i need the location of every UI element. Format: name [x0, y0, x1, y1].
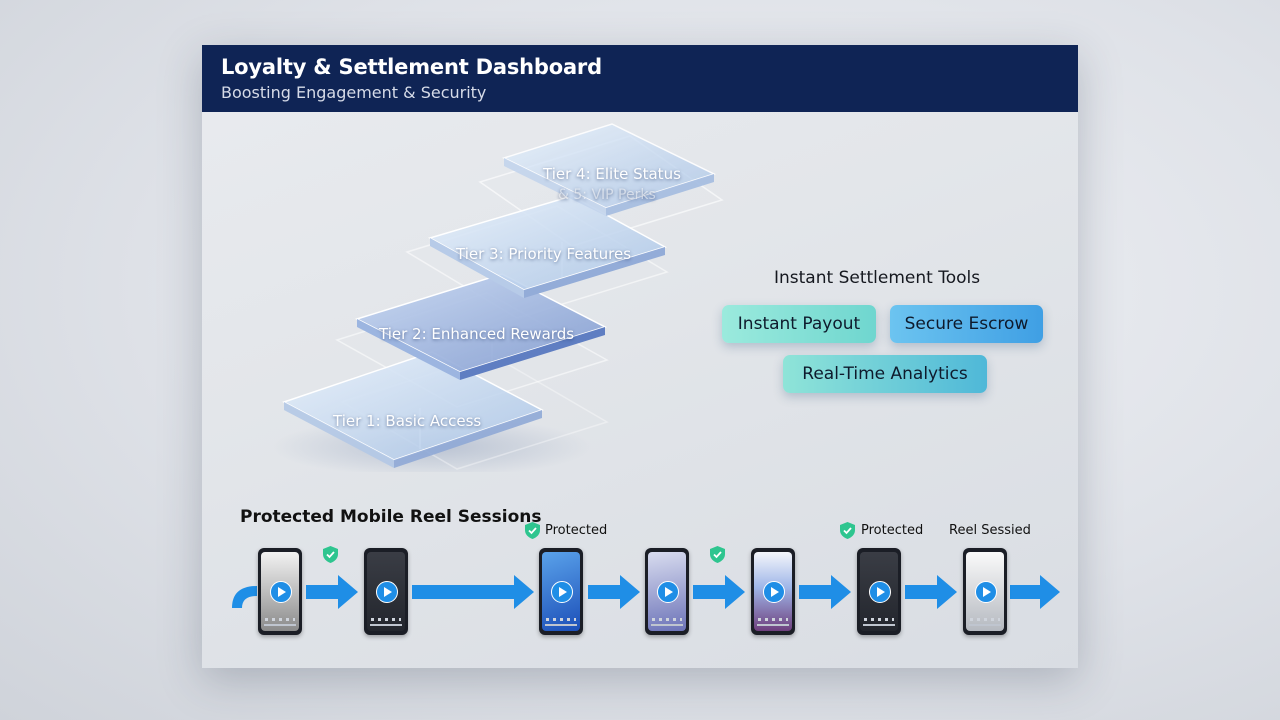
reel-controls — [265, 618, 295, 621]
page-subtitle: Boosting Engagement & Security — [221, 83, 487, 102]
play-icon[interactable] — [657, 581, 679, 603]
reel-flow-arrows — [232, 575, 1060, 609]
reel-progress — [863, 624, 895, 626]
tier-4-label: Tier 4: Elite Status — [543, 165, 681, 183]
shield-check-icon — [525, 522, 540, 539]
reel-phone[interactable] — [539, 548, 583, 635]
play-icon[interactable] — [975, 581, 997, 603]
tier-2-edge — [460, 327, 605, 380]
protected-badge: Protected — [861, 523, 924, 538]
reel-progress — [370, 624, 402, 626]
shield-check-icon — [710, 546, 725, 563]
reel-screen — [542, 552, 580, 631]
flow-curve-arrow — [232, 586, 257, 608]
flow-arrow — [693, 575, 745, 609]
tier-stack-illustration — [272, 123, 724, 472]
page-title: Loyalty & Settlement Dashboard — [221, 55, 602, 79]
flow-arrow — [905, 575, 957, 609]
flow-arrow — [799, 575, 851, 609]
tools-title: Instant Settlement Tools — [774, 268, 981, 288]
reel-phone[interactable] — [364, 548, 408, 635]
flow-arrow — [412, 575, 534, 609]
reel-progress — [651, 624, 683, 626]
play-icon[interactable] — [376, 581, 398, 603]
tier-3-edge — [430, 238, 524, 298]
play-icon[interactable] — [869, 581, 891, 603]
flow-arrow — [1010, 575, 1060, 609]
reel-screen — [261, 552, 299, 631]
real-time-analytics-button[interactable]: Real-Time Analytics — [783, 355, 987, 393]
reel-progress — [264, 624, 296, 626]
reel-phone[interactable] — [258, 548, 302, 635]
play-icon[interactable] — [551, 581, 573, 603]
tier-2-label: Tier 2: Enhanced Rewards — [379, 325, 575, 343]
secure-escrow-button[interactable]: Secure Escrow — [890, 305, 1043, 343]
flow-arrow — [306, 575, 358, 609]
shield-check-icon — [840, 522, 855, 539]
reel-progress — [757, 624, 789, 626]
play-icon[interactable] — [763, 581, 785, 603]
tier-1-label: Tier 1: Basic Access — [333, 412, 482, 430]
instant-payout-button[interactable]: Instant Payout — [722, 305, 876, 343]
tier-4-edge — [606, 174, 714, 216]
reel-controls — [864, 618, 894, 621]
reel-sessied-badge: Reel Sessied — [949, 523, 1031, 538]
reel-phone[interactable] — [963, 548, 1007, 635]
reel-screen — [648, 552, 686, 631]
reel-controls — [758, 618, 788, 621]
tier-2-edge — [357, 319, 460, 380]
play-icon[interactable] — [270, 581, 292, 603]
dashboard-card: Loyalty & Settlement Dashboard Boosting … — [202, 45, 1078, 668]
tier-1-edge — [284, 402, 394, 468]
reel-controls — [546, 618, 576, 621]
tier-1-edge — [394, 410, 542, 468]
reel-progress — [969, 624, 1001, 626]
tier-3-edge — [524, 247, 665, 298]
reel-screen — [367, 552, 405, 631]
tier-4-edge — [504, 158, 606, 216]
protected-badge: Protected — [545, 523, 608, 538]
reel-phone[interactable] — [645, 548, 689, 635]
dashboard-header: Loyalty & Settlement Dashboard Boosting … — [202, 45, 1078, 112]
reel-progress — [545, 624, 577, 626]
reel-screen — [860, 552, 898, 631]
reel-phone[interactable] — [857, 548, 901, 635]
tier-5-label: & 5: VIP Perks — [558, 187, 656, 203]
reel-controls — [652, 618, 682, 621]
reel-phone[interactable] — [751, 548, 795, 635]
reel-sessions-title: Protected Mobile Reel Sessions — [240, 507, 542, 527]
reel-screen — [754, 552, 792, 631]
reel-controls — [970, 618, 1000, 621]
reel-screen — [966, 552, 1004, 631]
reel-controls — [371, 618, 401, 621]
tier-3-label: Tier 3: Priority Features — [456, 245, 632, 263]
flow-arrow — [588, 575, 640, 609]
shield-check-icon — [323, 546, 338, 563]
